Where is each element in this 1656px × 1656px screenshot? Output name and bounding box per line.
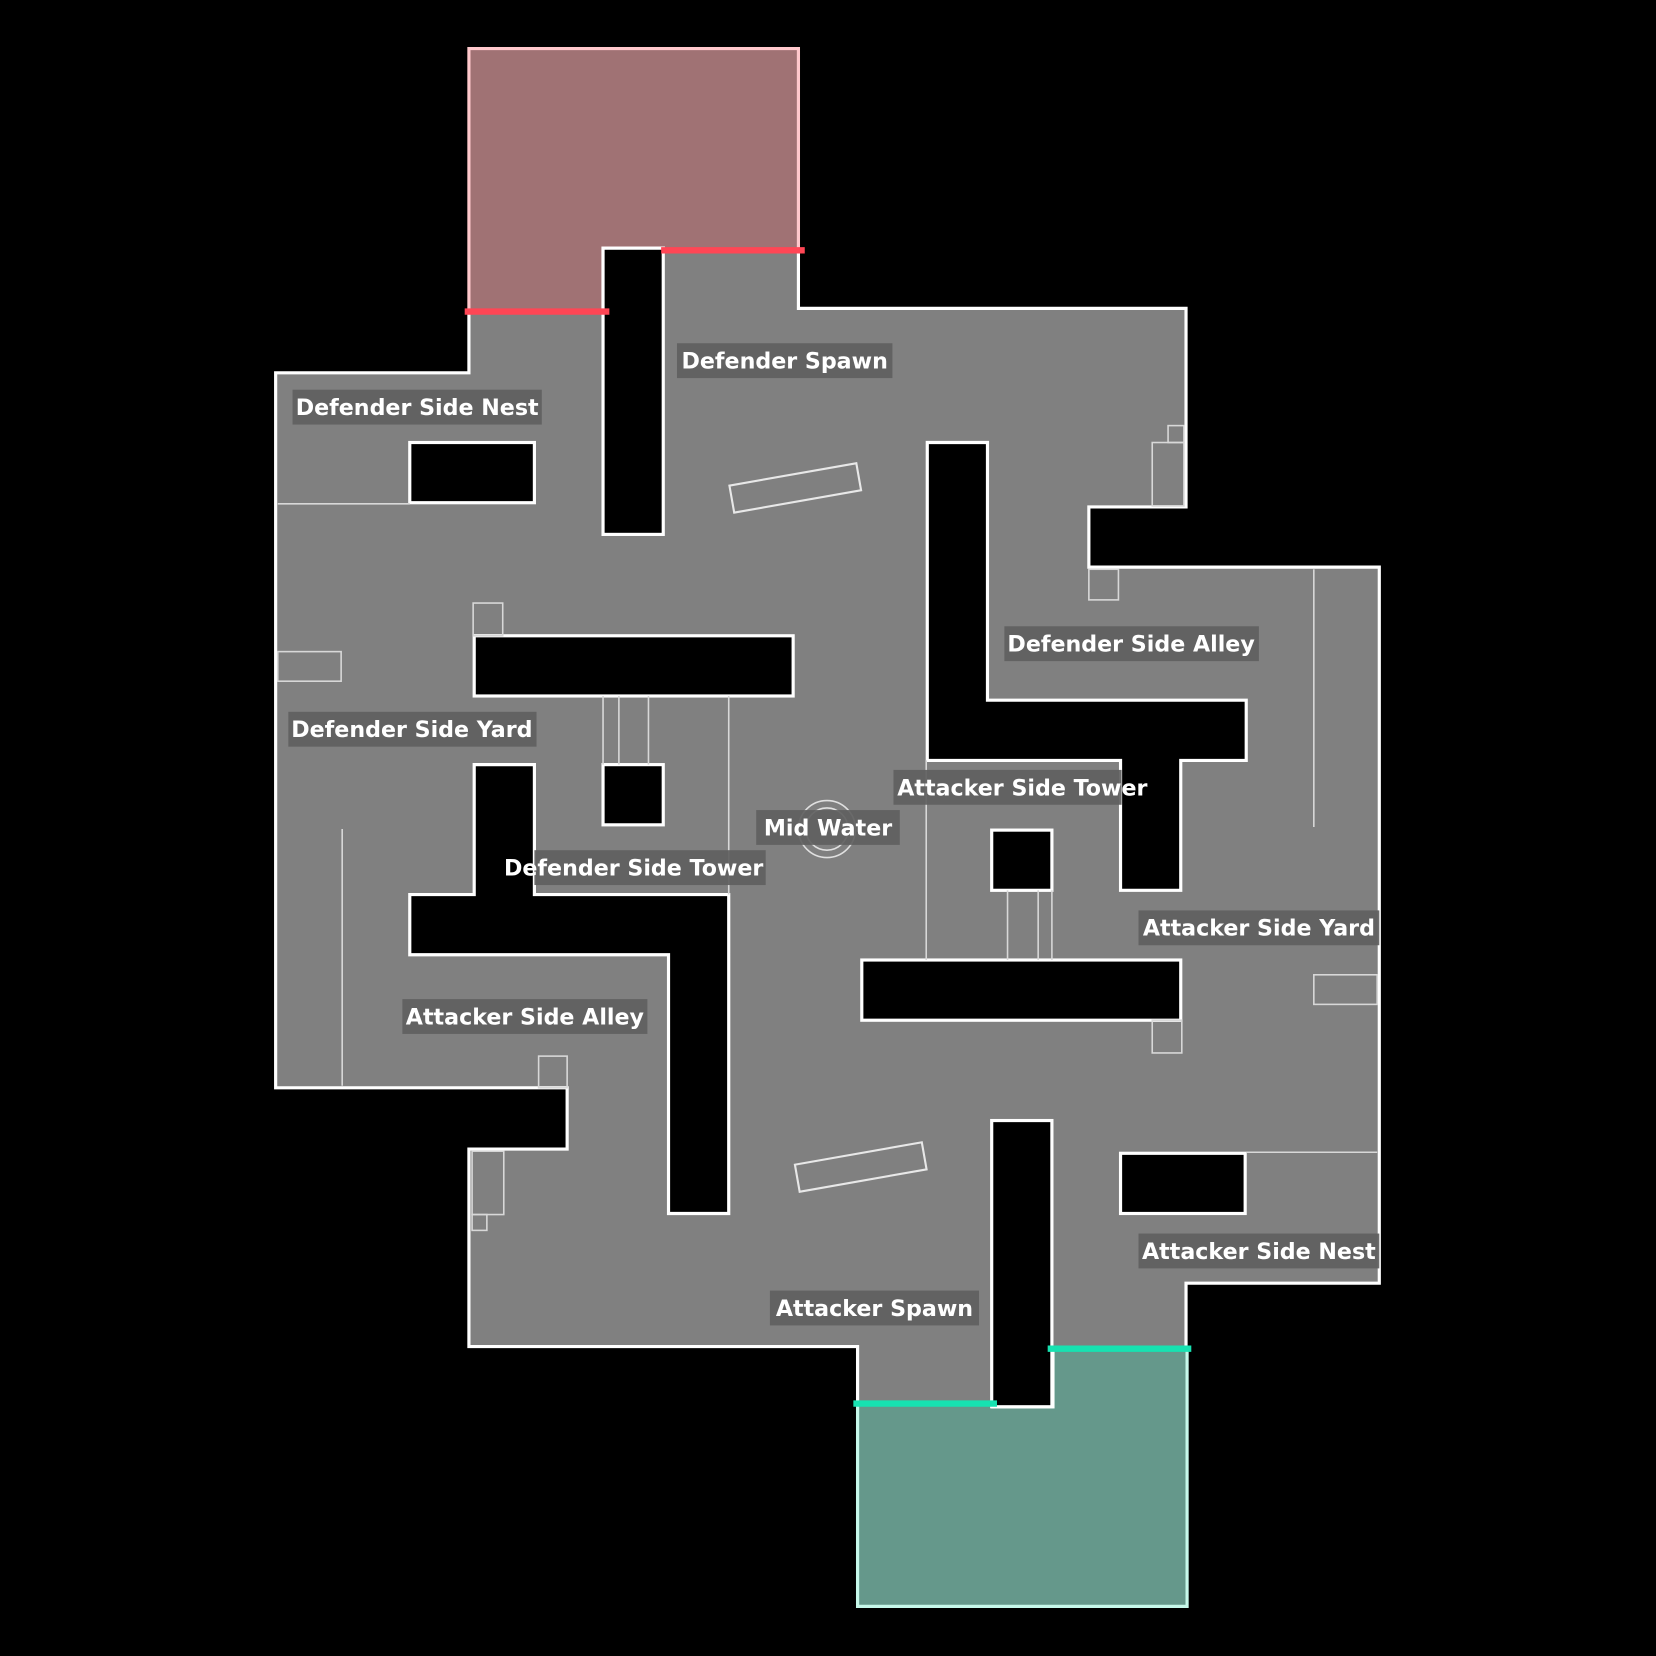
map-details: [276, 424, 1378, 1232]
callout-attacker-side-nest: Attacker Side Nest: [1138, 1233, 1380, 1269]
crate-attacker-mid: [793, 1141, 928, 1193]
callout-defender-side-nest: Defender Side Nest: [292, 389, 542, 425]
wall-attacker-yard-bar: [860, 958, 1183, 1022]
wall-defender-tower-box: [601, 763, 665, 827]
wall-attacker-spawn-pillar: [990, 1118, 1054, 1409]
callout-defender-side-alley: Defender Side Alley: [1004, 626, 1259, 662]
wall-defender-yard-bar: [472, 634, 795, 698]
callout-label: Defender Spawn: [681, 349, 887, 375]
wall-defender-spawn-pillar: [601, 246, 665, 536]
wall-defender-nest-box: [408, 440, 536, 505]
callout-defender-side-yard: Defender Side Yard: [288, 711, 537, 747]
crate-defender-mid: [728, 461, 863, 514]
callout-label: Defender Side Nest: [296, 395, 539, 421]
callout-label: Attacker Side Tower: [897, 775, 1147, 801]
callout-label: Defender Side Tower: [504, 856, 763, 882]
wall-attacker-nest-box: [1118, 1151, 1247, 1216]
callout-attacker-spawn: Attacker Spawn: [769, 1290, 980, 1326]
wall-attacker-side-L: [925, 440, 1248, 892]
wall-attacker-tower-box: [990, 828, 1054, 892]
callout-defender-spawn: Defender Spawn: [676, 343, 893, 379]
callout-label: Mid Water: [764, 815, 892, 841]
callout-label: Attacker Spawn: [776, 1296, 973, 1322]
callout-label: Attacker Side Yard: [1143, 916, 1375, 942]
callout-attacker-side-alley: Attacker Side Alley: [402, 999, 648, 1034]
callout-attacker-side-yard: Attacker Side Yard: [1138, 910, 1380, 946]
callout-label: Attacker Side Alley: [406, 1004, 645, 1030]
callout-mid-water: Mid Water: [756, 810, 900, 845]
callout-defender-side-tower: Defender Side Tower: [504, 850, 766, 886]
callout-attacker-side-tower: Attacker Side Tower: [893, 769, 1147, 805]
callout-label: Defender Side Yard: [291, 717, 532, 743]
callout-label: Defender Side Alley: [1007, 632, 1255, 658]
callout-label: Attacker Side Nest: [1142, 1239, 1376, 1265]
